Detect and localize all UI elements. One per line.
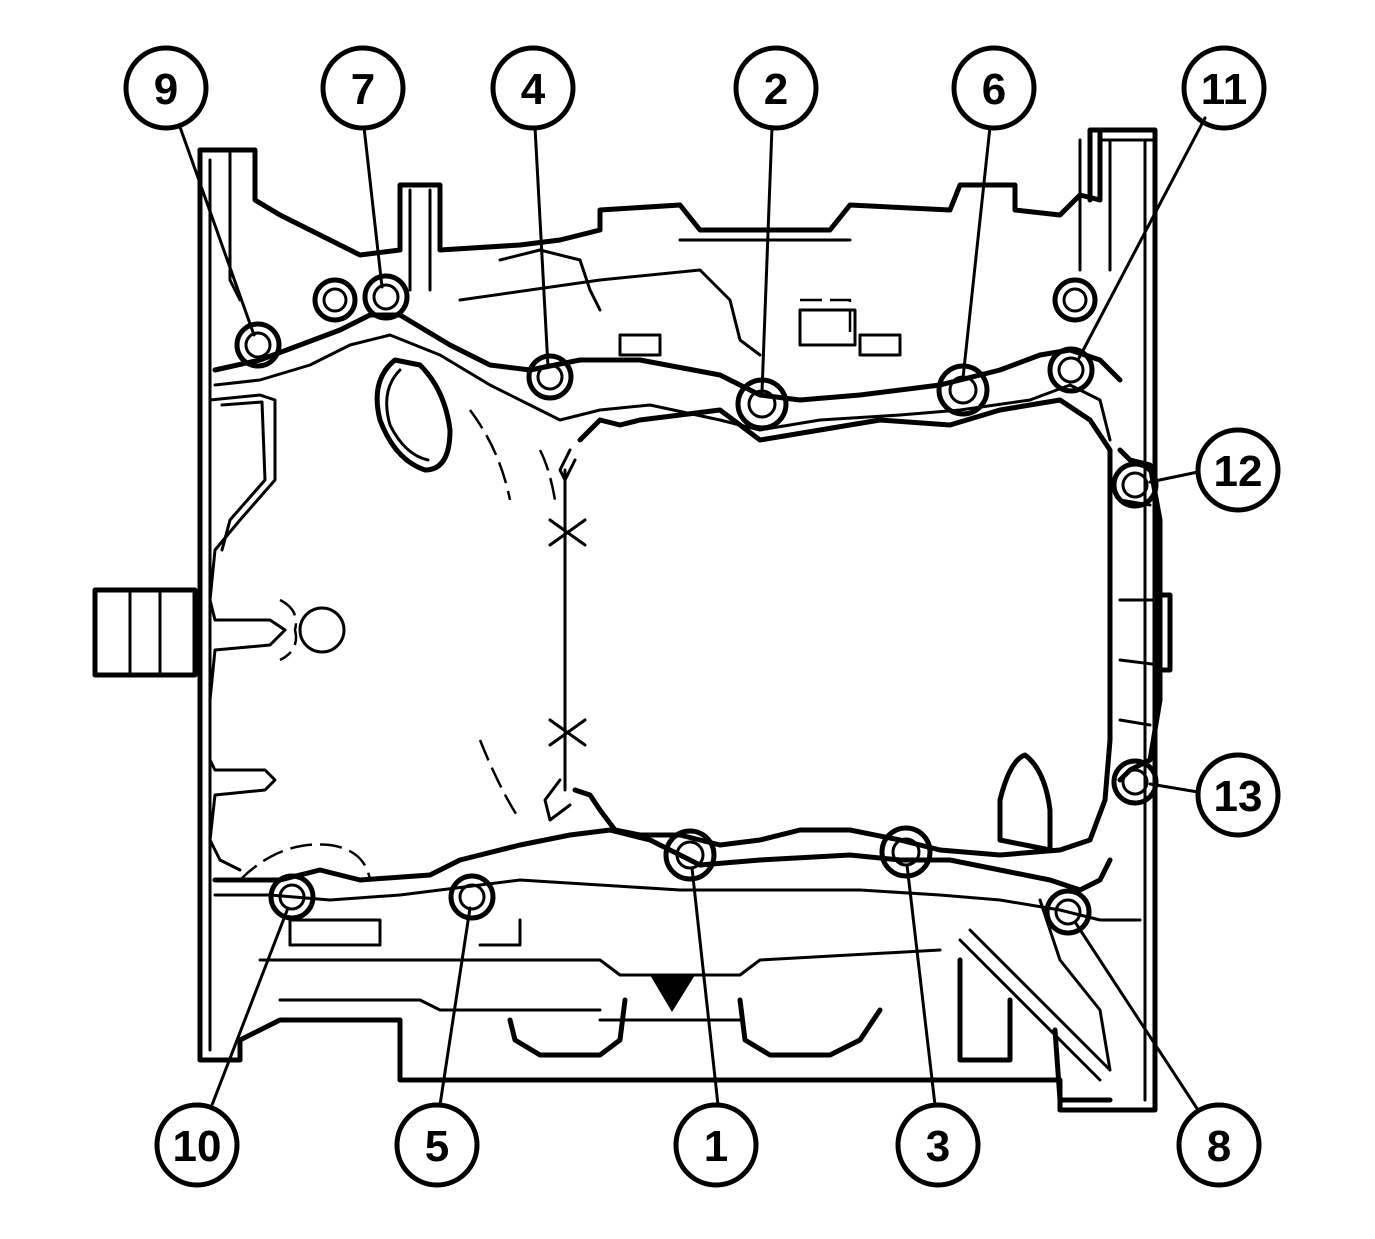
bolt-1	[663, 828, 717, 882]
bolt-5	[448, 873, 496, 921]
callout-4: 4	[490, 45, 576, 131]
callout-5-label: 5	[425, 1122, 449, 1171]
callout-11: 11	[1181, 45, 1267, 131]
bolt-9	[234, 321, 282, 369]
callout-7: 7	[320, 45, 406, 131]
callout-8: 8	[1176, 1102, 1262, 1188]
callout-1-label: 1	[704, 1122, 728, 1171]
callout-2: 2	[733, 45, 819, 131]
callout-13: 13	[1195, 752, 1281, 838]
callout-12: 12	[1195, 427, 1281, 513]
callout-4-label: 4	[521, 65, 546, 114]
callout-2-label: 2	[764, 65, 788, 114]
callout-5: 5	[394, 1102, 480, 1188]
bolt-markers	[234, 273, 1159, 936]
callout-9: 9	[123, 45, 209, 131]
callout-10: 10	[154, 1102, 240, 1188]
callout-6: 6	[951, 45, 1037, 131]
bolt-4	[526, 353, 574, 401]
callout-12-label: 12	[1214, 447, 1263, 496]
callout-9-label: 9	[154, 65, 178, 114]
callout-1: 1	[673, 1102, 759, 1188]
callout-3: 3	[895, 1102, 981, 1188]
bolt-10	[268, 873, 316, 921]
bolt-8	[1044, 888, 1092, 936]
callout-3-label: 3	[926, 1122, 950, 1171]
bolt-7	[362, 273, 410, 321]
bolt-11	[1047, 346, 1095, 394]
bolt-12	[1111, 461, 1159, 509]
callout-8-label: 8	[1207, 1122, 1231, 1171]
callout-7-label: 7	[351, 65, 375, 114]
callout-11-label: 11	[1201, 65, 1248, 114]
callout-13-label: 13	[1214, 772, 1263, 821]
leader-lines	[178, 116, 1207, 1112]
callout-bubbles: 9 7 4 2 6 11 12 13	[123, 45, 1281, 1188]
bolt-13	[1111, 758, 1159, 806]
engine-block-outline	[92, 127, 1173, 1113]
callout-6-label: 6	[982, 65, 1006, 114]
callout-10-label: 10	[173, 1122, 222, 1171]
